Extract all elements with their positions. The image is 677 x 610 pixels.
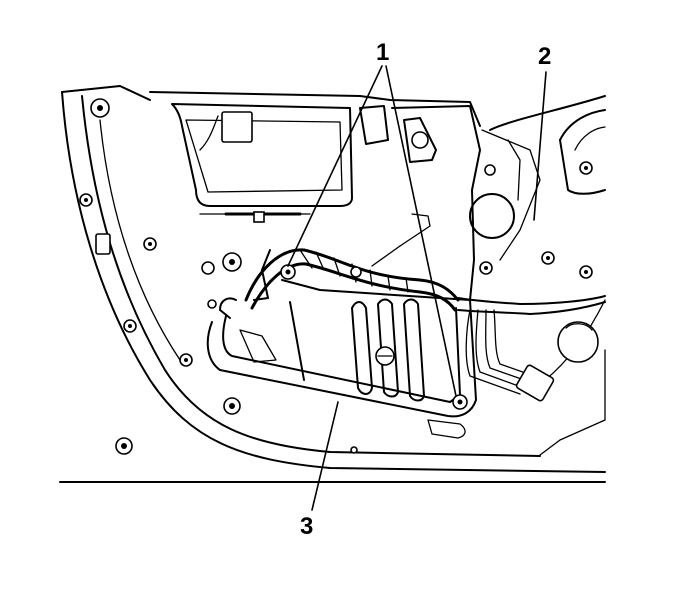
callout-2: 2 (538, 43, 551, 70)
bolt-right-4 (579, 161, 593, 175)
bolt-right-2 (541, 251, 555, 265)
bolt-right-3 (579, 265, 593, 279)
bolt-left-3 (123, 319, 137, 333)
bolt-right-1 (479, 261, 493, 275)
callout-1: 1 (376, 39, 389, 66)
clip-small-square (253, 211, 265, 223)
leader-3 (311, 401, 339, 511)
bolt-right-5 (484, 164, 496, 176)
leader-1a (287, 65, 383, 267)
bolt-left-1 (79, 193, 93, 207)
bolt-small-center (350, 266, 362, 278)
window-regulator (206, 279, 477, 439)
fasteners (79, 98, 599, 455)
bolt-left-4 (179, 353, 193, 367)
bolt-lower-left (115, 437, 133, 455)
clip-left (95, 233, 111, 255)
bolt-lower-mid (350, 446, 358, 454)
window-opening (171, 103, 353, 207)
bolt-center-left (222, 252, 242, 272)
bolt-left-2 (143, 237, 157, 251)
bolt-bottom (223, 397, 241, 415)
callout-3: 3 (300, 513, 313, 540)
bolt-clip (207, 299, 217, 309)
leader-1b (385, 65, 457, 397)
plug-round (557, 321, 599, 363)
leader-2 (533, 71, 547, 221)
leader-lines (287, 65, 547, 511)
wire-harness (219, 213, 606, 402)
bolt-mid-left (201, 261, 215, 275)
door-frame (59, 85, 606, 483)
bolt-upper-left (90, 98, 110, 118)
inner-panel (199, 105, 606, 301)
